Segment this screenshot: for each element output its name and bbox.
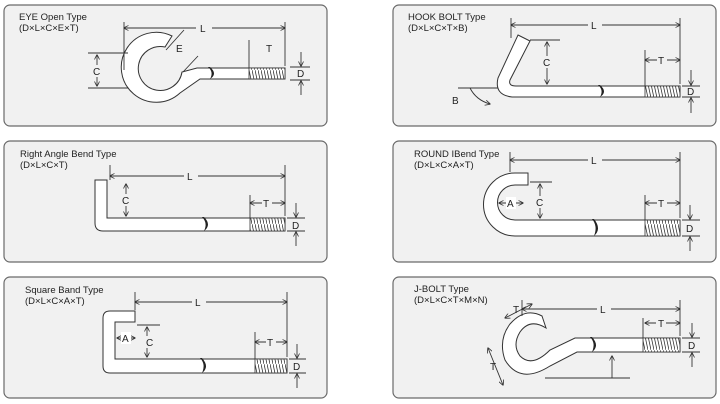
panel-right-angle-bend-type: Right Angle Bend Type (D×L×C×T) L C T D [3,140,328,263]
panel-title: ROUND IBend Type [414,149,499,160]
dim-L: L [187,172,193,183]
dim-D: D [292,221,299,232]
dim-D: D [688,341,695,352]
eye-bolt-drawing [120,31,286,103]
right-angle-bolt-drawing [94,179,286,232]
dim-T: T [263,199,269,210]
dim-D: D [686,224,693,235]
panel-title: HOOK BOLT Type [408,12,486,23]
dim-T: T [267,338,273,349]
dim-T: T [658,319,664,330]
panel-formula: (D×L×C×A×T) [25,296,85,307]
panel-title: J-BOLT Type [414,284,469,295]
round-bend-bolt-drawing [483,172,681,237]
j-bolt-drawing [501,312,681,375]
dim-N: T [490,362,496,373]
dim-L: L [195,298,201,309]
dim-A: A [122,334,129,345]
dim-L: L [600,305,606,316]
dim-T: T [658,199,664,210]
panel-square-band-type: Square Band Type (D×L×C×A×T) L A C T D [3,276,328,399]
dim-C: C [93,67,100,78]
dim-L: L [200,24,206,35]
panel-round-ibend-type: ROUND IBend Type (D×L×C×A×T) L A C T D [392,140,717,263]
panel-j-bolt-type: J-BOLT Type (D×L×C×T×M×N) L T D T T [392,276,717,399]
dim-D: D [297,69,304,80]
dim-C: C [122,196,129,207]
dim-T: T [266,44,272,55]
dim-L: L [591,21,597,32]
dim-D: D [293,362,300,373]
panel-eye-open-type: EYE Open Type (D×L×C×E×T) L C E T D [3,4,328,127]
square-bend-bolt-drawing [102,310,288,374]
panel-title: Square Band Type [25,285,104,296]
dim-E: E [176,44,183,55]
panel-formula: (D×L×C×T×M×N) [414,295,488,306]
dim-M: T [513,305,519,316]
dim-C: C [146,338,153,349]
panel-formula: (D×L×C×A×T) [414,160,474,171]
panel-title: Right Angle Bend Type [20,149,116,160]
panel-title: EYE Open Type [19,12,87,23]
panel-formula: (D×L×C×T×B) [408,23,468,34]
dim-C: C [536,198,543,209]
dim-T: T [658,56,664,67]
hook-bolt-drawing [496,34,681,98]
panel-formula: (D×L×C×E×T) [19,23,79,34]
dim-C: C [543,58,550,69]
dim-L: L [591,156,597,167]
dim-A: A [507,199,514,210]
panel-formula: (D×L×C×T) [20,160,68,171]
dim-B: B [452,96,459,107]
panel-hook-bolt-type: HOOK BOLT Type (D×L×C×T×B) L C T D B [392,4,717,127]
dim-D: D [687,87,694,98]
